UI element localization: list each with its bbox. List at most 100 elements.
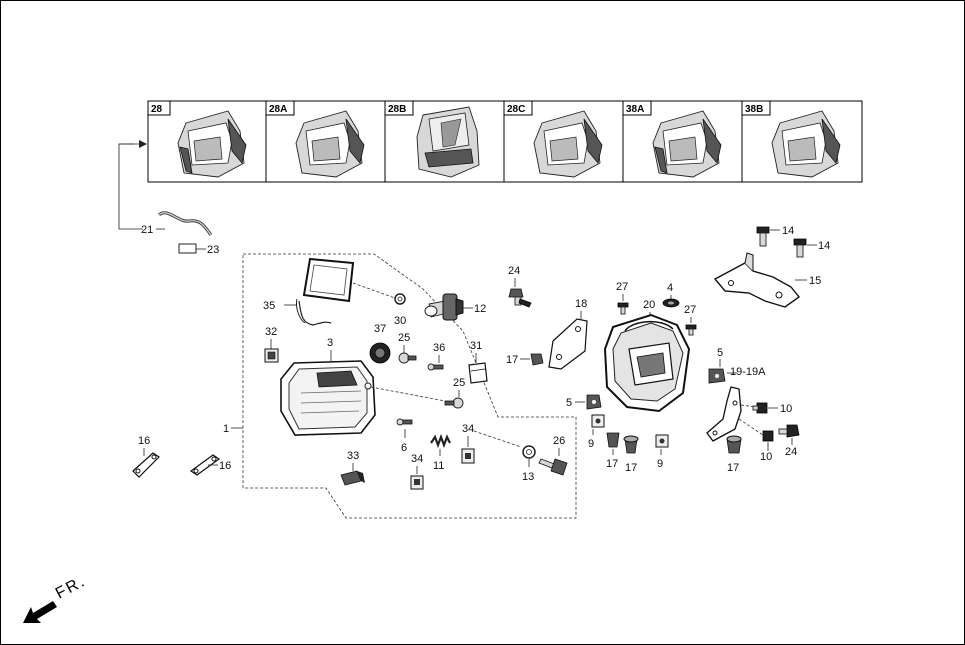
- callout-10-lower: 10: [760, 451, 772, 463]
- part-16-link-left: 16: [132, 435, 160, 478]
- part-14-bolt-left: 14: [756, 225, 794, 247]
- callout-1: 1: [223, 423, 229, 435]
- callout-9-left: 9: [588, 438, 594, 450]
- callout-34-upper: 34: [462, 423, 474, 435]
- callout-26: 26: [553, 435, 565, 447]
- variant-tag: 28: [151, 104, 163, 115]
- part-12-bulb: 12: [424, 293, 486, 321]
- direction-label: FR.: [53, 573, 89, 603]
- callout-27-right: 27: [684, 304, 696, 316]
- callout-6: 6: [401, 442, 407, 454]
- part-34-nut-clip-upper: 34: [461, 423, 522, 464]
- part-19-side-bracket: 19-19A: [706, 366, 766, 442]
- part-27-screw-upper: 27: [616, 281, 629, 315]
- headlight-variant-image: [533, 110, 603, 178]
- part-17-nut-mid2: 17: [623, 435, 639, 474]
- part-16-link-right: 16: [189, 454, 231, 476]
- headlight-variant-image: [771, 110, 841, 178]
- callout-5-right: 5: [717, 347, 723, 359]
- callout-16-right: 16: [219, 460, 231, 472]
- part-3-headlamp-unit: 3: [280, 337, 446, 436]
- part-24-bolt-right: 24: [778, 424, 800, 458]
- part-18-bracket: 18: [548, 298, 588, 370]
- callout-21: 21: [141, 224, 153, 236]
- assembly-outline-1: 1: [223, 253, 577, 519]
- arrow-front-icon: [23, 601, 57, 623]
- callout-34-lower: 34: [411, 453, 423, 465]
- headlight-variant-image: [652, 110, 722, 178]
- part-20-housing: 20: [603, 299, 691, 413]
- headlight-variant-image: [177, 110, 247, 178]
- callout-25-lower: 25: [453, 377, 465, 389]
- variant-tag: 28A: [269, 104, 287, 115]
- variant-pointer-line: [118, 140, 147, 230]
- callout-13: 13: [522, 471, 534, 483]
- part-35-harness-frame: 35: [263, 257, 396, 326]
- callout-16-left: 16: [138, 435, 150, 447]
- part-17-nut-right: 17: [726, 435, 742, 474]
- callout-11: 11: [433, 460, 444, 472]
- callout-10-upper: 10: [780, 403, 792, 415]
- part-25-screw-upper: 25: [398, 332, 417, 364]
- headlight-variant-image: [416, 106, 480, 178]
- callout-19: 19-19A: [730, 366, 766, 378]
- headlight-variant-image: [295, 110, 365, 178]
- part-10-screw-lower: 10: [760, 430, 774, 463]
- part-25-screw-lower: 25: [444, 377, 465, 409]
- callout-5-left: 5: [566, 397, 572, 409]
- callout-15: 15: [809, 275, 821, 287]
- variant-tag: 38A: [626, 104, 644, 115]
- callout-14-right: 14: [818, 240, 830, 252]
- part-17-nut-left: 17: [506, 353, 544, 366]
- variant-box-38b: 38B: [741, 100, 841, 178]
- callout-33: 33: [347, 450, 359, 462]
- variant-box-28b: 28B: [384, 100, 480, 178]
- part-26-bolt: 26: [538, 435, 568, 476]
- part-31-clip: 31: [468, 340, 488, 384]
- part-15-mount-bracket: 15: [713, 252, 821, 308]
- callout-36: 36: [433, 342, 445, 354]
- part-24-bolt-upper: 24: [508, 265, 532, 308]
- callout-3: 3: [327, 337, 333, 349]
- part-6-screw: 6: [396, 418, 413, 454]
- callout-25-upper: 25: [398, 332, 410, 344]
- callout-18: 18: [575, 298, 587, 310]
- part-13-grommet: 13: [522, 445, 536, 483]
- part-30-grommet: 30: [394, 293, 406, 327]
- part-23-label-plate: 23: [178, 243, 219, 256]
- variant-tag: 28B: [388, 104, 406, 115]
- part-34-nut-clip-lower: 34: [410, 453, 424, 490]
- callout-35: 35: [263, 300, 275, 312]
- callout-17-left: 17: [506, 354, 518, 366]
- callout-17-mid: 17: [606, 458, 618, 470]
- callout-24-right: 24: [785, 446, 797, 458]
- callout-32: 32: [265, 326, 277, 338]
- part-14-bolt-right: 14: [793, 238, 830, 258]
- part-32-nut-clip: 32: [264, 326, 279, 363]
- callout-27-upper: 27: [616, 281, 628, 293]
- part-9-clip-left: 9: [588, 414, 605, 450]
- part-11-spring: 11: [430, 433, 451, 472]
- callout-30: 30: [394, 315, 406, 327]
- callout-23: 23: [207, 244, 219, 256]
- variant-box-28c: 28C: [503, 100, 603, 178]
- callout-31: 31: [470, 340, 482, 352]
- part-27-screw-right: 27: [684, 304, 697, 336]
- part-5-clip-left: 5: [566, 394, 602, 410]
- part-10-screw-upper: 10: [752, 402, 792, 415]
- callout-9-right: 9: [657, 458, 663, 470]
- part-37-bulb-socket: 37: [369, 323, 391, 364]
- part-33-adjuster: 33: [340, 450, 365, 486]
- variant-box-28: 28: [147, 100, 247, 178]
- variant-tag: 28C: [507, 104, 525, 115]
- callout-12: 12: [474, 303, 486, 315]
- variant-box-28a: 28A: [265, 100, 365, 178]
- part-4-grommet: 4: [662, 282, 680, 308]
- part-21-wire-clip: 21: [141, 211, 213, 236]
- callout-24-upper: 24: [508, 265, 520, 277]
- part-36-screw: 36: [427, 342, 445, 371]
- part-17-nut-mid: 17: [606, 432, 620, 470]
- variant-tag: 38B: [745, 104, 763, 115]
